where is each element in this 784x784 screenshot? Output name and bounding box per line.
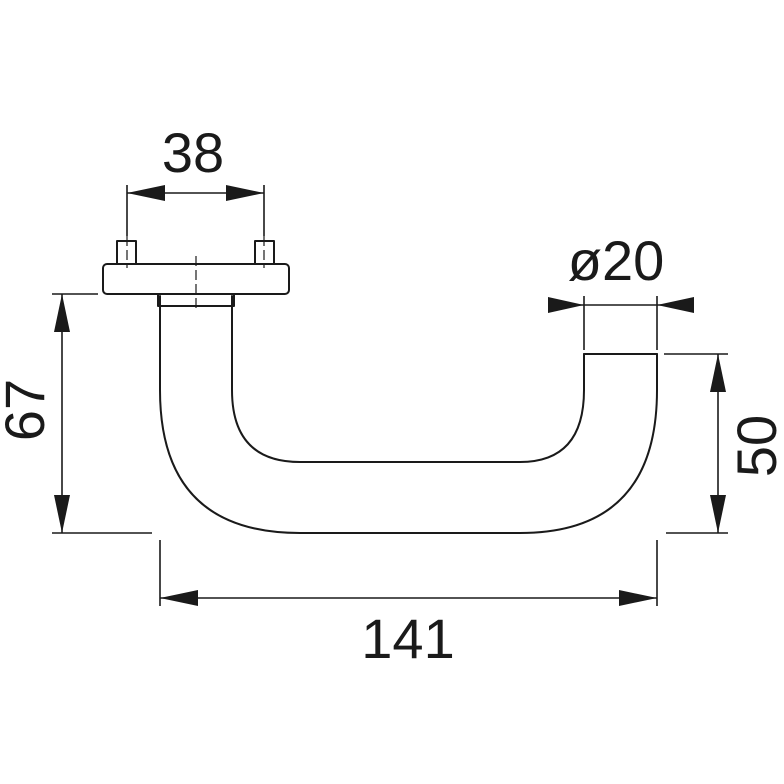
arrowhead (619, 590, 657, 606)
dimension-label: 141 (361, 607, 454, 670)
handle-inner-contour (231, 295, 585, 463)
arrowhead (226, 185, 264, 201)
arrowhead (54, 294, 70, 332)
dimension-rose-pin-spacing: 38 (126, 121, 265, 236)
dimension-label: 38 (162, 121, 224, 184)
rose-plate (102, 236, 290, 310)
dimension-label: 67 (0, 379, 56, 441)
dimension-bar-diameter: ø20 (548, 229, 694, 350)
arrowhead (127, 185, 165, 201)
arrowhead (710, 495, 726, 533)
dimension-label: 50 (725, 415, 784, 477)
dimension-height-total: 67 (0, 293, 152, 534)
dimension-overall-length: 141 (159, 540, 658, 670)
dimension-label: ø20 (568, 229, 665, 292)
arrowhead (548, 297, 584, 313)
arrowhead (160, 590, 198, 606)
handle-outer-contour (159, 295, 658, 534)
handle-body (159, 295, 658, 534)
arrowhead (710, 354, 726, 392)
arrowhead (657, 297, 694, 313)
arrowhead (54, 495, 70, 533)
dimension-height-end: 50 (664, 353, 784, 534)
